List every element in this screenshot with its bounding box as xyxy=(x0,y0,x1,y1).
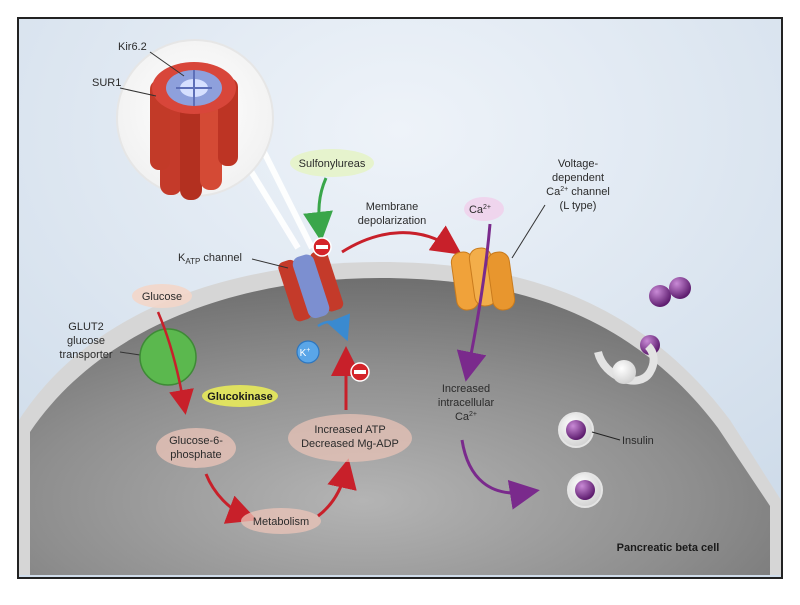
g6p-to-metabolism-arrow xyxy=(204,473,258,524)
glut2-transporter xyxy=(139,328,197,386)
exocytosis-pit xyxy=(594,343,658,385)
vd-label-1: Voltage- xyxy=(558,158,599,170)
metabolism-to-atp-arrow xyxy=(317,458,357,518)
incr-label-1: Increased xyxy=(442,383,490,395)
ca-influx-arrow xyxy=(456,223,492,382)
glut2-label-2: glucose xyxy=(67,335,105,347)
insulin-leader xyxy=(591,431,621,441)
atp-glow xyxy=(288,414,412,462)
sur-label: SUR1 xyxy=(92,77,121,89)
ca-to-exocytosis-arrow xyxy=(460,439,540,510)
g6p-glow xyxy=(156,428,236,468)
incr-label-3: Ca2+ xyxy=(455,411,477,423)
katp-zoom-callout: Kir6.2 SUR1 xyxy=(92,39,274,200)
glucose-glow xyxy=(132,284,192,308)
membrane-label: Membrane xyxy=(366,201,419,213)
cell-label: Pancreatic beta cell xyxy=(617,542,720,554)
glucose-arrow xyxy=(156,311,194,415)
sur-leader xyxy=(119,87,157,97)
atp-label-1: Increased ATP xyxy=(314,424,385,436)
metabolism-glow xyxy=(241,508,321,534)
voltage-dependent-ca-channel xyxy=(450,247,516,311)
glut2-label-3: transporter xyxy=(59,349,113,361)
katp-leader xyxy=(251,258,289,269)
sulfonylureas-glow xyxy=(290,149,374,177)
metabolism-label: Metabolism xyxy=(253,516,309,528)
k-ion xyxy=(296,340,320,364)
vd-label-2: dependent xyxy=(552,172,604,184)
minus-sign xyxy=(316,245,328,249)
sulfonylurea-arrow xyxy=(303,177,333,242)
glucose-label: Glucose xyxy=(142,291,182,303)
depolarization-arrow xyxy=(341,225,462,255)
incr-label-2: intracellular xyxy=(438,397,495,409)
insulin-label: Insulin xyxy=(622,435,654,447)
ca-glow xyxy=(464,197,504,221)
insulin-granule xyxy=(566,420,586,440)
glut2-leader xyxy=(119,351,141,356)
vd-label-4: (L type) xyxy=(560,200,597,212)
atp-label-2: Decreased Mg-ADP xyxy=(301,438,399,450)
insulin-granule-outside xyxy=(649,285,671,307)
glut2-label-1: GLUT2 xyxy=(68,321,103,333)
glucokinase-glow xyxy=(202,385,278,407)
minus-sign xyxy=(354,370,366,374)
fusing-vesicle xyxy=(612,360,636,384)
kir-label: Kir6.2 xyxy=(118,41,147,53)
vd-label-3: Ca2+ channel xyxy=(546,186,610,198)
kir-leader xyxy=(149,51,185,77)
glucokinase-label: Glucokinase xyxy=(207,391,272,403)
k-ion-label: K+ xyxy=(300,347,311,359)
katp-structure-icon xyxy=(150,62,238,200)
sulfonylureas-label: Sulfonylureas xyxy=(299,158,366,170)
insulin-granule xyxy=(575,480,595,500)
g6p-label-2: phosphate xyxy=(170,449,221,461)
depolarization-label: depolarization xyxy=(358,215,427,227)
katp-label: KATP channel xyxy=(178,252,242,266)
ca-label: Ca2+ xyxy=(469,204,491,216)
g6p-label-1: Glucose-6- xyxy=(169,435,223,447)
insulin-granule-outside xyxy=(669,277,691,299)
katp-channel xyxy=(278,250,344,322)
k-efflux-arrow xyxy=(317,313,351,342)
vd-leader xyxy=(511,204,546,259)
